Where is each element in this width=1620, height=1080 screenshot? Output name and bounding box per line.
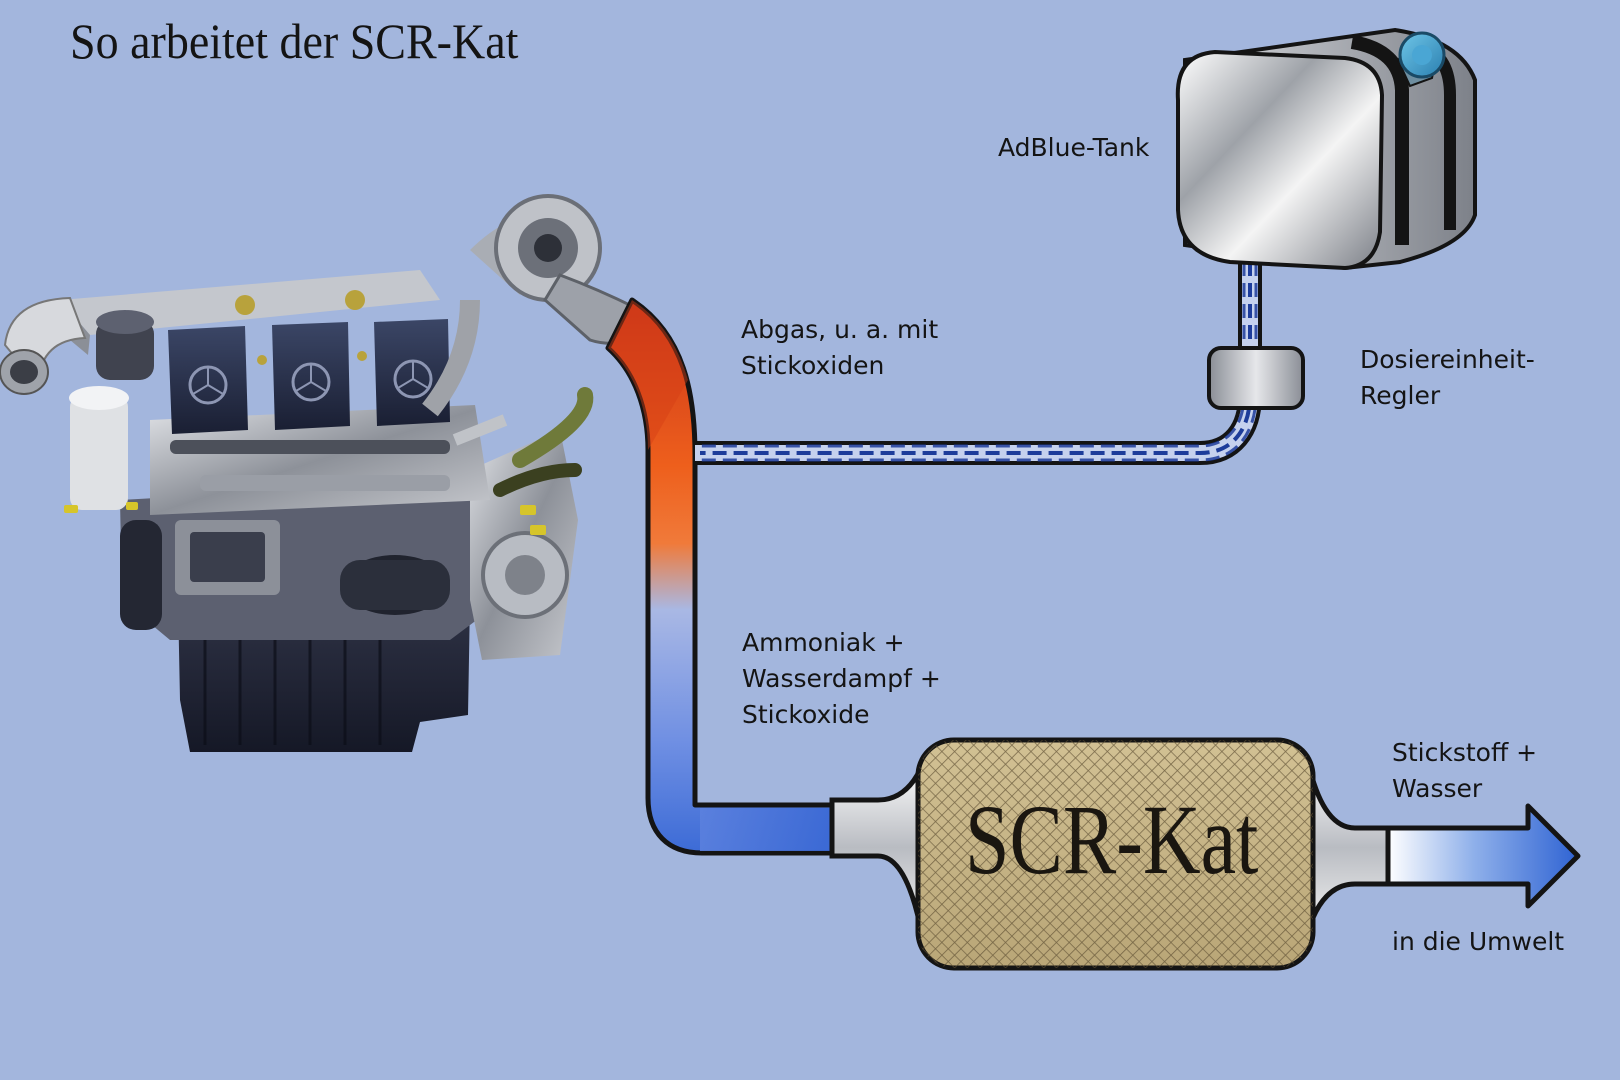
mixture-label: Ammoniak + Wasserdampf + Stickoxide: [742, 625, 941, 733]
mixture-label-line-1: Ammoniak +: [742, 628, 905, 657]
exhaust-label: Abgas, u. a. mit Stickoxiden: [741, 312, 938, 384]
dosing-unit-label-line-1: Dosiereinheit-: [1360, 345, 1535, 374]
outlet-arrow: [1385, 803, 1581, 909]
dosing-unit-label: Dosiereinheit- Regler: [1360, 342, 1535, 414]
dosing-unit-label-line-2: Regler: [1360, 381, 1441, 410]
engine-illustration: [0, 194, 663, 752]
exhaust-label-line-1: Abgas, u. a. mit: [741, 315, 939, 344]
catalyst-label: SCR-Kat: [965, 784, 1259, 895]
adblue-tank-label-text: AdBlue-Tank: [998, 133, 1150, 162]
environment-label: in die Umwelt: [1392, 924, 1564, 960]
environment-label-text: in die Umwelt: [1392, 927, 1565, 956]
scr-catalyst: [829, 737, 1393, 971]
exhaust-pipe: [605, 297, 835, 856]
output-label: Stickstoff + Wasser: [1392, 735, 1537, 807]
output-label-line-2: Wasser: [1392, 774, 1483, 803]
mixture-label-line-2: Wasserdampf +: [742, 664, 941, 693]
mixture-label-line-3: Stickoxide: [742, 700, 870, 729]
adblue-tank-label: AdBlue-Tank: [998, 130, 1149, 166]
dosing-unit: [1207, 346, 1305, 410]
page-title: So arbeitet der SCR-Kat: [70, 13, 519, 69]
output-label-line-1: Stickstoff +: [1392, 738, 1538, 767]
adblue-tank: [1175, 27, 1477, 271]
exhaust-label-line-2: Stickoxiden: [741, 351, 885, 380]
